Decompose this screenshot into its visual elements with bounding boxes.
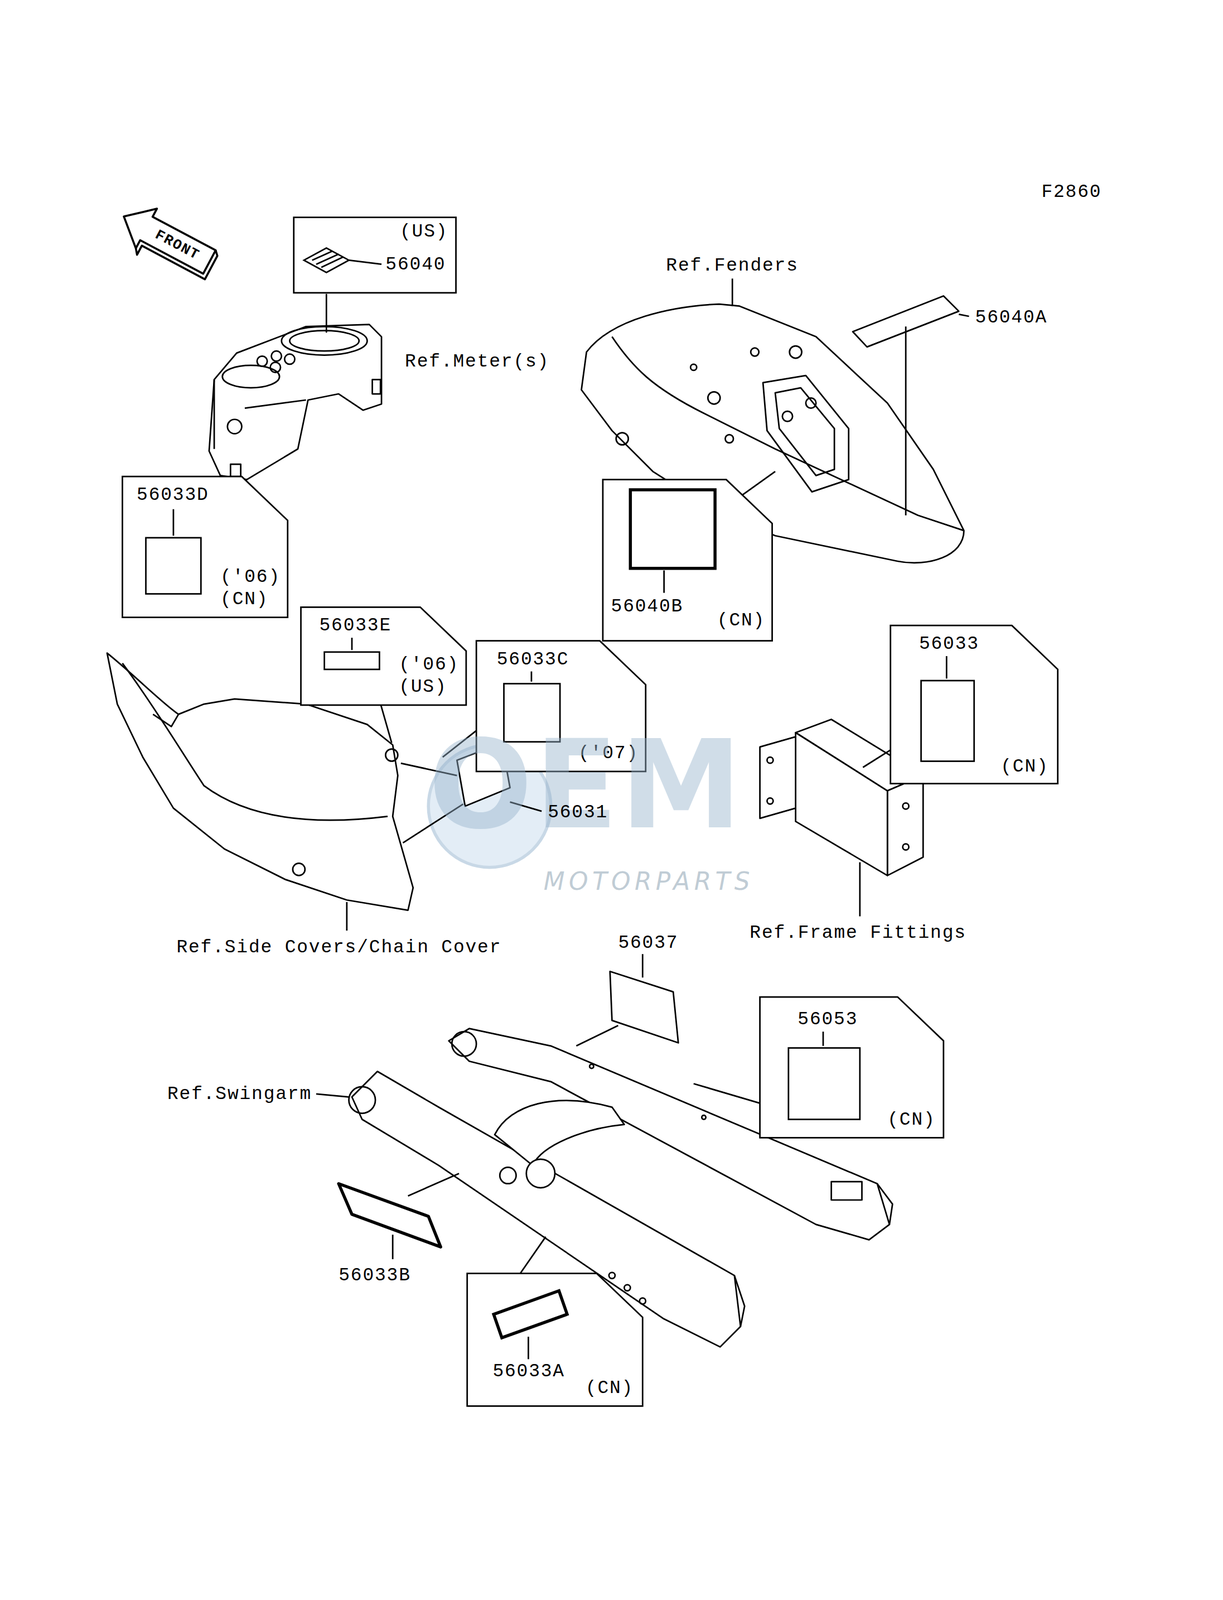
label-sticker [324,637,380,670]
market-code: ('06) [220,566,281,587]
watermark: MOTORPARTS [543,867,754,896]
meter-cluster [209,293,382,480]
callout-box: 56033 (CN) [890,625,1058,784]
reference-label: Ref.Fenders [665,254,799,276]
callout-number: 56033E [318,615,392,636]
label-sticker [303,247,382,273]
callout-number: 56040B [611,595,684,617]
leader-line [325,293,328,333]
callout-number: 56033C [496,648,570,670]
watermark: OEM [428,719,744,853]
label-sticker [630,489,715,593]
box-outline [301,606,467,705]
market-code: (CN) [585,1376,634,1398]
reference-label: Ref.Swingarm [167,1083,312,1104]
front-arrow [110,196,224,289]
callout-number: 56033D [136,484,210,506]
market-code: (CN) [1000,755,1049,777]
callout-box: 56053 (CN) [760,996,944,1138]
callout-number: 56033 [919,633,980,655]
market-code: ('06) [398,653,459,675]
callout-box: 56040B (CN) [602,479,773,641]
callout-number: 56037 [617,932,679,954]
callout-box: 56033E ('06)(US) [301,606,467,705]
reference-label: Ref.Frame Fittings [749,921,967,943]
label-sticker [493,1290,568,1360]
label-sticker [338,1183,441,1247]
market-code: (CN) [887,1108,936,1130]
market-code: 56040 [385,253,446,275]
drawing-number: F2860 [1041,181,1102,203]
callout-number: 56053 [797,1008,858,1030]
callout-number: 56033B [338,1264,412,1286]
market-code: (US) [398,676,447,698]
label-sticker [146,509,202,594]
callout-number: 56033A [492,1360,565,1382]
reference-label: Ref.Side Covers/Chain Cover [176,936,502,957]
callout-box: 56033D ('06)(CN) [122,476,288,617]
callout-number: 56040A [975,307,1048,328]
market-code: (US) [399,221,448,243]
callout-number: 56031 [547,801,608,823]
market-code: (CN) [220,588,269,609]
label-sticker [921,655,975,761]
label-sticker [788,1031,860,1119]
callout-box: 56033A (CN) [467,1273,644,1406]
box-outline [602,479,773,641]
market-code: (CN) [717,610,766,631]
callout-box: (US) 56040 [293,217,457,293]
reference-label: Ref.Meter(s) [404,350,550,372]
box-outline [122,476,288,617]
label-sticker [610,970,679,1043]
box-outline [890,625,1058,784]
box-outline [293,217,457,293]
direction-label: FRONT [152,226,203,264]
box-outline [467,1273,644,1406]
box-outline [760,996,944,1138]
